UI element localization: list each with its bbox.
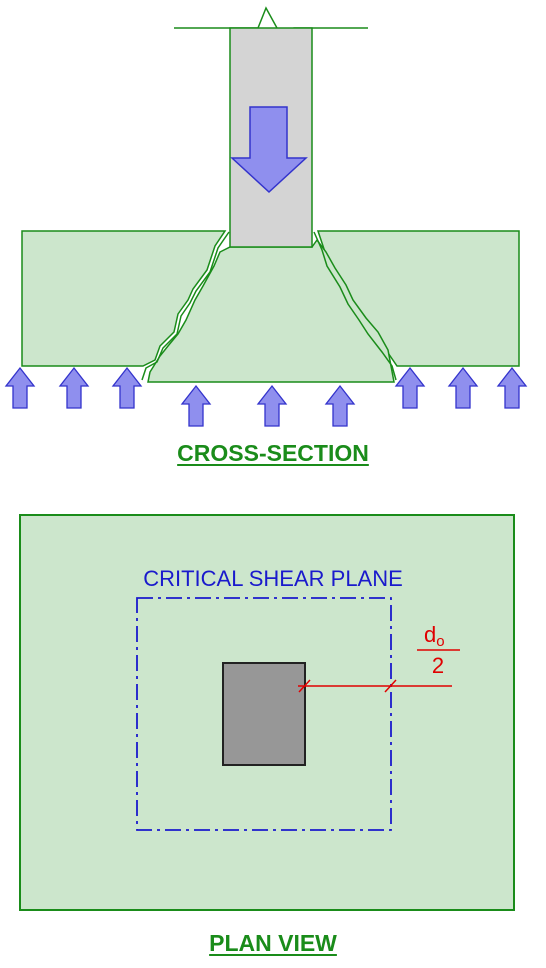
crack-line-left (141, 231, 230, 381)
pressure-up-arrow-icon (394, 366, 426, 409)
pressure-up-arrow-icon (256, 384, 288, 427)
fraction-numerator-subscript: o (436, 633, 444, 650)
pressure-up-arrow-icon (111, 366, 143, 409)
crack-line-right (313, 231, 397, 381)
pressure-up-arrow-icon (58, 366, 90, 409)
pressure-up-arrow-icon (496, 366, 528, 409)
column-plan (222, 662, 306, 766)
dimension-d0-half: do 2 (298, 622, 460, 693)
fraction-numerator-d: d (424, 622, 436, 647)
fraction-numerator: do (424, 622, 445, 650)
pressure-up-arrow-icon (4, 366, 36, 409)
cross-section-title: CROSS-SECTION (177, 440, 369, 466)
footing-left-block (21, 230, 227, 367)
column-load-down-arrow-icon (230, 106, 308, 194)
plan-view-title: PLAN VIEW (209, 930, 337, 956)
dimension-tick-shear-plane (384, 679, 397, 693)
soil-pressure-arrows (4, 366, 528, 427)
pressure-up-arrow-icon (324, 384, 356, 427)
pressure-up-arrow-icon (447, 366, 479, 409)
fraction-denominator: 2 (432, 653, 444, 678)
pressure-up-arrow-icon (180, 384, 212, 427)
dimension-tick-column (298, 679, 311, 693)
critical-shear-plane (136, 597, 392, 831)
cross-section (4, 6, 528, 427)
critical-shear-plane-label: CRITICAL SHEAR PLANE (143, 566, 403, 591)
plan-view: CRITICAL SHEAR PLANE do 2 (19, 514, 515, 911)
